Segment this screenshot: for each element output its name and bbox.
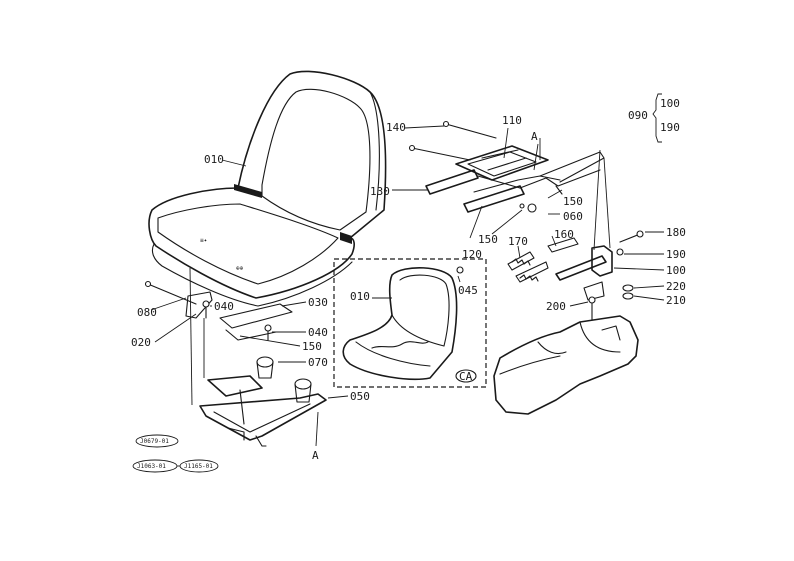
- label-110: 110: [502, 114, 522, 127]
- label-100: 100: [666, 264, 686, 277]
- label-190: 190: [666, 248, 686, 261]
- slide-assembly: [408, 120, 644, 321]
- label-010-inset: 010: [350, 290, 370, 303]
- label-150-a: 150: [302, 340, 322, 353]
- tractor-body: [493, 315, 639, 415]
- label-ref-a-bottom: A: [312, 449, 319, 462]
- group-bracket: [652, 93, 662, 143]
- label-170: 170: [508, 235, 528, 248]
- leader-lines: [150, 125, 665, 399]
- seat-main: ≡✦ ⊕⊕: [148, 70, 387, 307]
- label-040-b: 040: [308, 326, 328, 339]
- ref-j0679: J0679-01: [140, 438, 169, 445]
- label-190-group: 190: [660, 121, 680, 134]
- label-150-c: 150: [478, 233, 498, 246]
- label-020: 020: [131, 336, 151, 349]
- label-200: 200: [546, 300, 566, 313]
- label-160: 160: [554, 228, 574, 241]
- seat-rail-assembly: [144, 267, 327, 447]
- label-ref-a-top: A: [531, 130, 538, 143]
- label-150-b: 150: [563, 195, 583, 208]
- label-090: 090: [628, 109, 648, 122]
- label-210: 210: [666, 294, 686, 307]
- reference-codes: J0679-01 J1063-01 J1165-01: [132, 434, 219, 473]
- label-100-group: 100: [660, 97, 680, 110]
- label-060: 060: [563, 210, 583, 223]
- label-120: 120: [462, 248, 482, 261]
- inset-seat-box: [333, 258, 487, 388]
- label-030: 030: [308, 296, 328, 309]
- label-070: 070: [308, 356, 328, 369]
- ref-j1063: J1063-01: [137, 463, 166, 470]
- label-130: 130: [370, 185, 390, 198]
- seat-mark-a: ≡✦: [200, 237, 208, 244]
- label-050: 050: [350, 390, 370, 403]
- label-045: 045: [458, 284, 478, 297]
- label-080: 080: [137, 306, 157, 319]
- seat-mark-b: ⊕⊕: [236, 265, 244, 272]
- label-010: 010: [204, 153, 224, 166]
- ref-j1165: J1165-01: [184, 463, 213, 470]
- label-220: 220: [666, 280, 686, 293]
- label-040-a: 040: [214, 300, 234, 313]
- part-labels: 010 080 020 040 030 040 150 070 050 A 01…: [131, 93, 686, 462]
- label-ca: CA: [459, 370, 473, 383]
- label-180: 180: [666, 226, 686, 239]
- label-140: 140: [386, 121, 406, 134]
